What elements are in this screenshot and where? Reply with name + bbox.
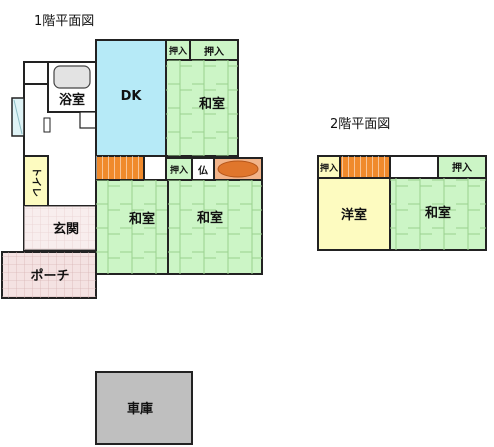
oshiire-left-f2-label: 押入 (320, 162, 338, 174)
window-glass (13, 99, 23, 135)
oshiire-right-f2-label: 押入 (452, 161, 472, 174)
fixture-small (43, 117, 51, 133)
hall-floor2 (389, 155, 439, 179)
floor2-title: 2階平面図 (330, 117, 390, 132)
tokonoma-alcove (217, 160, 259, 178)
washitsu-top-tatami (166, 60, 238, 156)
garage: 車庫 (95, 371, 193, 445)
washitsu-top-label: 和室 (199, 96, 225, 112)
bath-label: 浴室 (59, 92, 85, 108)
bathtub (53, 65, 91, 89)
stairs-floor2-steps (340, 156, 390, 178)
washitsu-left-tatami (96, 180, 168, 274)
washitsu-right-tatami (168, 180, 262, 274)
youshitsu-label: 洋室 (341, 207, 367, 223)
dk-label: DK (121, 89, 143, 104)
stairs-floor1-steps (96, 156, 144, 180)
genkan-tint (24, 206, 96, 250)
washitsu-f2-tatami (390, 178, 486, 250)
toilet-label: トイレ (30, 167, 42, 197)
washitsu-left-label: 和室 (129, 211, 155, 227)
oshiire-top-label: 押入 (204, 45, 224, 58)
washitsu-right-label: 和室 (197, 210, 223, 226)
garage-label: 車庫 (127, 401, 153, 417)
garage-box (95, 371, 193, 445)
porch-tile (2, 252, 96, 298)
floor2-plan: 押入 押入 洋室 和室 (317, 155, 487, 251)
washitsu-f2-label: 和室 (425, 205, 451, 221)
utility-nook (23, 61, 49, 85)
washbasin (79, 111, 97, 129)
butsudan-label: 仏 (198, 165, 208, 177)
oshiire-small-label: 押入 (169, 45, 187, 57)
floor1-title: 1階平面図 (34, 14, 94, 29)
oshiire-mid-label: 押入 (170, 164, 188, 176)
dk-room (95, 39, 167, 157)
youshitsu-room (317, 177, 391, 251)
toilet-room (23, 155, 49, 207)
stair-landing (143, 155, 167, 181)
floor1-plan: 浴室 トイレ 玄関 ポーチ DK 押入 押入 和室 押入 仏 (1, 39, 263, 299)
genkan-label: 玄関 (53, 221, 79, 237)
porch-label: ポーチ (30, 268, 69, 284)
